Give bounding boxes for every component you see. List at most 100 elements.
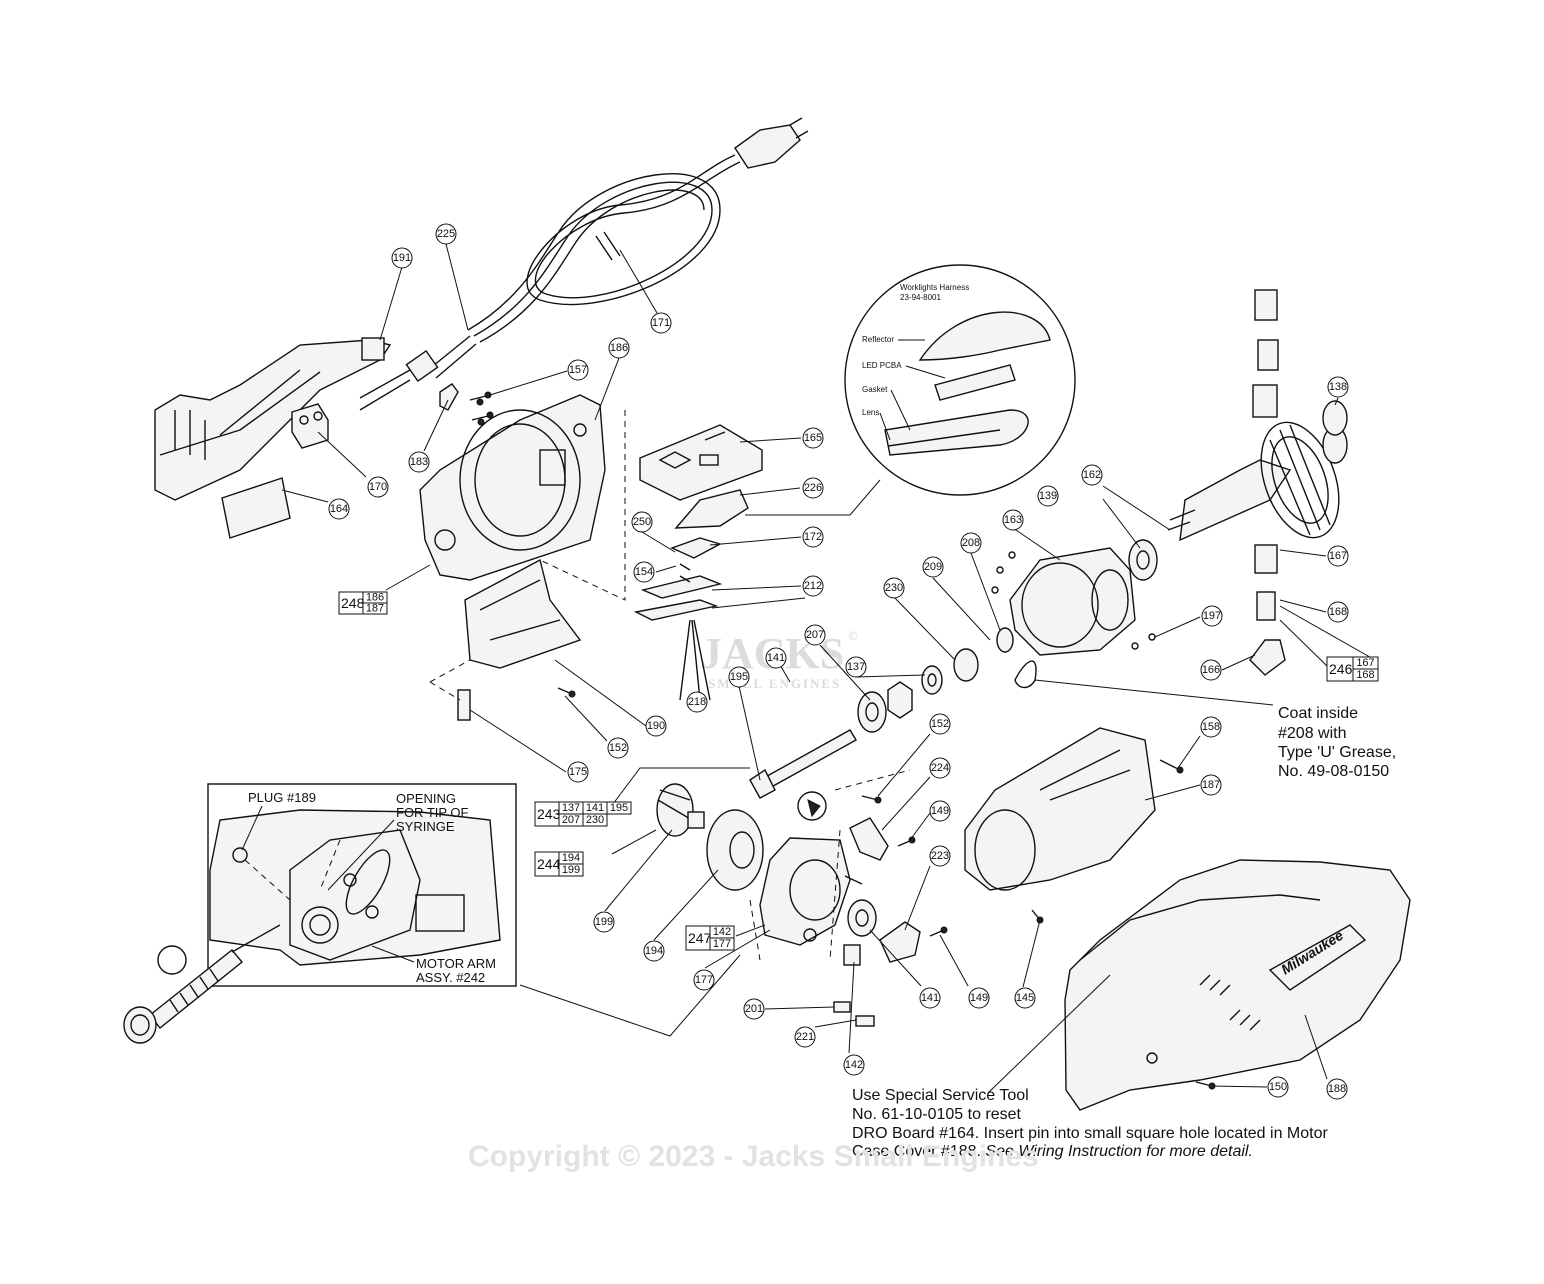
svg-text:221: 221 bbox=[796, 1031, 814, 1043]
worklight-housing bbox=[674, 489, 749, 529]
callout-187: 187 bbox=[1200, 774, 1222, 796]
screws-157-183 bbox=[439, 383, 494, 421]
callout-207: 207 bbox=[804, 624, 826, 646]
callout-212: 212 bbox=[802, 575, 824, 597]
callout-218: 218 bbox=[686, 691, 708, 713]
svg-text:195: 195 bbox=[610, 802, 628, 814]
callout-141b: 141 bbox=[919, 987, 941, 1009]
svg-text:139: 139 bbox=[1039, 490, 1057, 502]
service-note-line4-italic: See Wiring Instruction for more detail. bbox=[985, 1143, 1253, 1160]
svg-text:212: 212 bbox=[804, 580, 822, 592]
worklight-detail-circle: Worklights Harness 23-94-8001 Reflector … bbox=[745, 264, 1076, 516]
callout-190: 190 bbox=[645, 715, 667, 737]
svg-text:201: 201 bbox=[745, 1003, 763, 1015]
callout-164: 164 bbox=[328, 498, 350, 520]
pinion-gear bbox=[857, 681, 913, 733]
callout-170: 170 bbox=[367, 476, 389, 498]
svg-text:244: 244 bbox=[537, 856, 561, 872]
gasket-lens bbox=[633, 575, 723, 701]
inset-detail: PLUG #189 OPENING FOR TIP OF SYRINGE MOT… bbox=[207, 783, 517, 987]
svg-text:154: 154 bbox=[635, 566, 653, 578]
inset-motor-arm-1: MOTOR ARM bbox=[416, 956, 496, 971]
brush-assembly bbox=[1249, 289, 1286, 676]
callout-166: 166 bbox=[1200, 659, 1222, 681]
svg-text:183: 183 bbox=[410, 456, 428, 468]
svg-text:162: 162 bbox=[1083, 469, 1101, 481]
label-gasket: Gasket bbox=[862, 385, 888, 394]
svg-text:230: 230 bbox=[885, 582, 903, 594]
svg-text:158: 158 bbox=[1202, 721, 1220, 733]
svg-text:152: 152 bbox=[931, 718, 949, 730]
callout-137: 137 bbox=[845, 656, 867, 678]
svg-text:167: 167 bbox=[1329, 550, 1347, 562]
bearing-141-inner bbox=[855, 909, 869, 927]
svg-text:187: 187 bbox=[366, 603, 384, 615]
guide-dashed-1 bbox=[539, 410, 626, 601]
svg-text:191: 191 bbox=[393, 252, 411, 264]
kit-box-244: 244 194 199 bbox=[534, 851, 584, 877]
armature bbox=[1167, 421, 1348, 542]
guide-dashed-2 bbox=[429, 659, 471, 701]
callout-225: 225 bbox=[435, 223, 457, 245]
callout-191: 191 bbox=[391, 247, 413, 269]
callout-209: 209 bbox=[922, 556, 944, 578]
gear-199 bbox=[656, 783, 705, 837]
power-cord bbox=[359, 117, 809, 411]
callout-152a: 152 bbox=[607, 737, 629, 759]
svg-text:149: 149 bbox=[970, 992, 988, 1004]
svg-text:137: 137 bbox=[847, 661, 865, 673]
callout-175: 175 bbox=[567, 761, 589, 783]
pins bbox=[833, 944, 875, 1027]
label-worklights-harness-pn: 23-94-8001 bbox=[900, 293, 941, 302]
svg-text:163: 163 bbox=[1004, 514, 1022, 526]
svg-text:164: 164 bbox=[330, 503, 348, 515]
callout-250: 250 bbox=[631, 511, 653, 533]
service-note-line4-normal: Case Cover #188. bbox=[852, 1143, 985, 1160]
bearing-139 bbox=[1128, 539, 1158, 581]
bearing-139-inner bbox=[1136, 550, 1150, 570]
callout-194: 194 bbox=[643, 940, 665, 962]
kit-box-243: 243 137 141 195 207 230 bbox=[534, 801, 632, 827]
gear-194 bbox=[706, 809, 764, 891]
callout-177: 177 bbox=[693, 969, 715, 991]
svg-text:150: 150 bbox=[1269, 1081, 1287, 1093]
svg-text:145: 145 bbox=[1016, 992, 1034, 1004]
bearing-141 bbox=[847, 899, 877, 937]
callout-157: 157 bbox=[567, 359, 589, 381]
svg-text:137: 137 bbox=[562, 802, 580, 814]
callout-162: 162 bbox=[1081, 464, 1103, 486]
grease-applicator bbox=[1014, 660, 1037, 689]
callout-201: 201 bbox=[743, 998, 765, 1020]
svg-text:175: 175 bbox=[569, 766, 587, 778]
callout-141a: 141 bbox=[765, 647, 787, 669]
callout-154: 154 bbox=[633, 561, 655, 583]
field-stator bbox=[1009, 547, 1136, 656]
callout-150: 150 bbox=[1267, 1076, 1289, 1098]
callout-149b: 149 bbox=[968, 987, 990, 1009]
label-lens: Lens bbox=[862, 408, 879, 417]
svg-text:152: 152 bbox=[609, 742, 627, 754]
watermark-logo-mark: © bbox=[848, 628, 860, 643]
leader-lines bbox=[281, 243, 1376, 1094]
svg-text:208: 208 bbox=[962, 537, 980, 549]
motor-case-cover: Milwaukee bbox=[1064, 859, 1411, 1111]
svg-text:142: 142 bbox=[713, 926, 731, 938]
grease-note-line2: #208 with bbox=[1278, 725, 1347, 742]
svg-text:218: 218 bbox=[688, 696, 706, 708]
svg-text:177: 177 bbox=[713, 938, 731, 950]
svg-text:172: 172 bbox=[804, 531, 822, 543]
grease-icon-drop bbox=[807, 799, 821, 818]
svg-text:250: 250 bbox=[633, 516, 651, 528]
grease-icon bbox=[797, 791, 827, 821]
service-note-line3: DRO Board #164. Insert pin into small sq… bbox=[852, 1125, 1328, 1142]
svg-text:207: 207 bbox=[806, 629, 824, 641]
svg-text:141: 141 bbox=[586, 802, 604, 814]
svg-text:209: 209 bbox=[924, 561, 942, 573]
callout-145: 145 bbox=[1014, 987, 1036, 1009]
svg-text:167: 167 bbox=[1356, 657, 1374, 669]
svg-text:142: 142 bbox=[845, 1059, 863, 1071]
callout-186: 186 bbox=[608, 337, 630, 359]
svg-text:168: 168 bbox=[1329, 606, 1347, 618]
svg-text:171: 171 bbox=[652, 317, 670, 329]
